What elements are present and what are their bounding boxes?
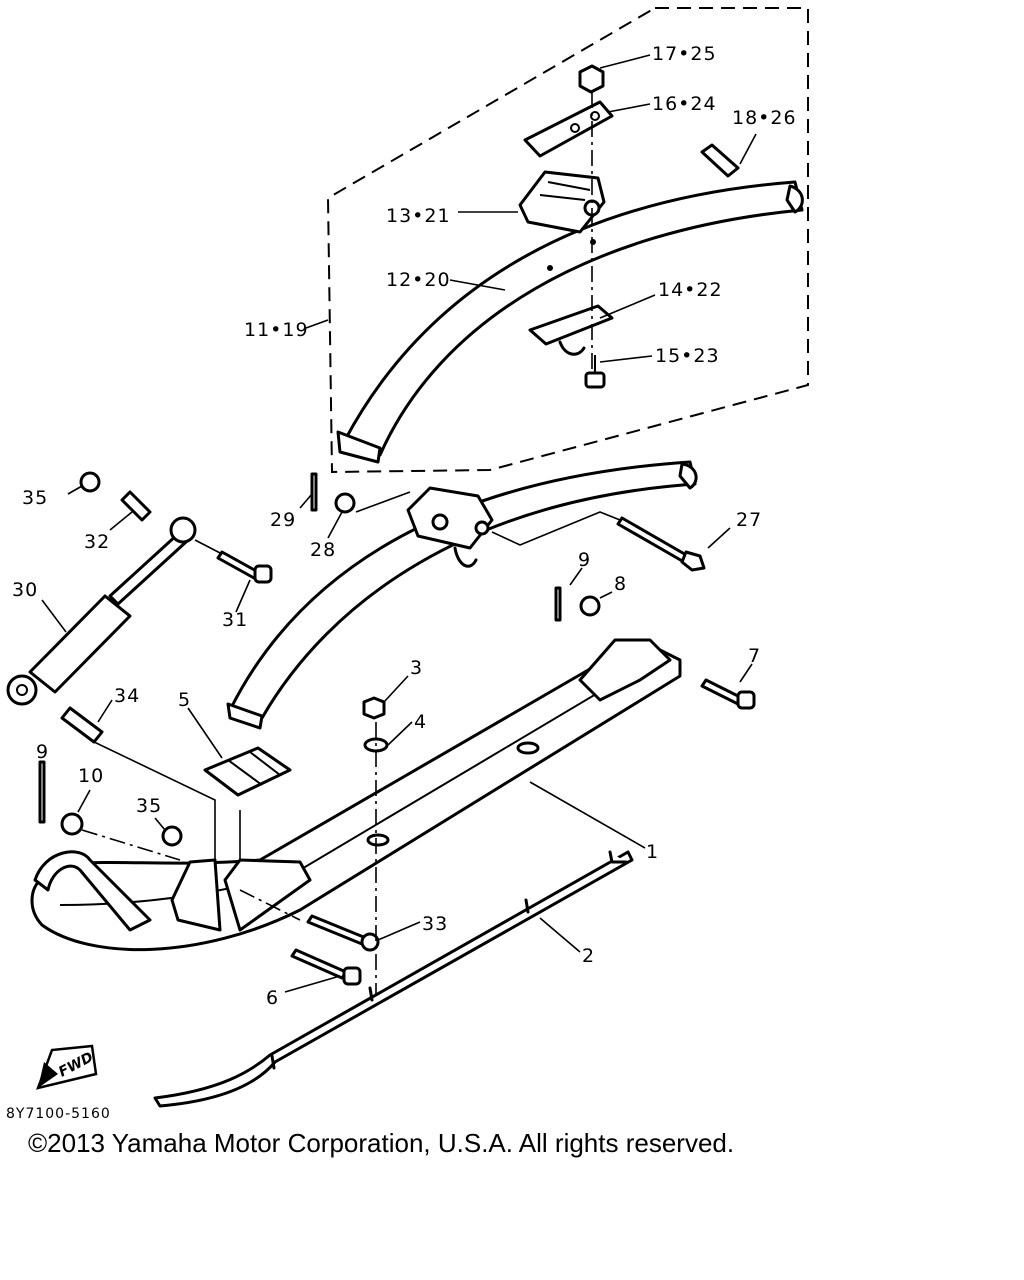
leader-1 <box>529 781 646 849</box>
callout-29: 29 <box>270 509 296 531</box>
callout-2: 2 <box>582 945 595 967</box>
centerline-left <box>81 829 301 921</box>
callout-17-25: 17•25 <box>652 43 717 65</box>
leader-35-bottom <box>154 817 166 831</box>
bolt-upper <box>584 355 606 389</box>
callout-10: 10 <box>78 765 104 787</box>
callout-33: 33 <box>422 913 448 935</box>
leader-33 <box>377 921 421 941</box>
bolt-6 <box>290 948 362 986</box>
bolt-31 <box>216 550 273 584</box>
leader-31 <box>235 579 251 613</box>
callout-34: 34 <box>114 685 140 707</box>
callout-5: 5 <box>178 689 191 711</box>
leader-15-23 <box>599 355 653 363</box>
callout-28: 28 <box>310 539 336 561</box>
nut-35-bottom <box>161 825 183 847</box>
leader-12-20 <box>449 279 506 291</box>
callout-6: 6 <box>266 987 279 1009</box>
leader-28 <box>327 511 343 539</box>
ski-assembly-diagram: FWD 17•25 16•24 18•26 13•21 12•20 14•22 … <box>6 7 809 1122</box>
clip-5 <box>203 746 292 797</box>
callout-30: 30 <box>12 579 38 601</box>
spring-seat-lower <box>406 486 494 568</box>
callout-8: 8 <box>614 573 627 595</box>
nut-28 <box>334 492 356 514</box>
nut-35-top <box>79 471 101 493</box>
bolt-27 <box>616 516 706 572</box>
shock-absorber <box>6 516 197 706</box>
leader-27 <box>707 527 731 549</box>
callout-35-bottom: 35 <box>136 795 162 817</box>
leader-35-top <box>67 485 83 495</box>
bolt-33 <box>306 914 380 952</box>
callout-14-22: 14•22 <box>658 279 723 301</box>
callout-3: 3 <box>410 657 423 679</box>
leader-34 <box>97 699 113 723</box>
ski <box>30 638 682 952</box>
callout-31: 31 <box>222 609 248 631</box>
drawing-code: 8Y7100-5160 <box>6 1106 111 1122</box>
leader-6 <box>284 975 341 993</box>
leader-34-ski <box>89 739 216 860</box>
callout-9-right: 9 <box>578 549 591 571</box>
leader-5 <box>187 707 223 759</box>
callout-15-23: 15•23 <box>655 345 720 367</box>
leader-3 <box>383 675 409 703</box>
collar-34 <box>60 706 104 744</box>
leader-27-line <box>491 511 621 546</box>
leader-2 <box>539 917 581 953</box>
leader-11-19 <box>305 319 329 329</box>
leader-29 <box>299 493 313 509</box>
callout-4: 4 <box>414 711 427 733</box>
callout-32: 32 <box>84 531 110 553</box>
bolt-7 <box>700 678 756 710</box>
pin-9-left <box>38 760 46 824</box>
callout-35-top: 35 <box>22 487 48 509</box>
callout-7: 7 <box>748 645 761 667</box>
leader-9-right <box>569 567 583 586</box>
pin-9-right <box>554 586 562 622</box>
leader-16-24 <box>607 103 651 113</box>
callout-11-19: 11•19 <box>244 319 309 341</box>
fwd-arrow-icon: FWD <box>36 1044 98 1090</box>
nut-8 <box>579 595 601 617</box>
leader-seat-left <box>355 491 411 513</box>
callout-1: 1 <box>646 841 659 863</box>
callout-9-left: 9 <box>36 741 49 763</box>
leader-32 <box>109 511 133 531</box>
wear-bar <box>153 850 634 1108</box>
spring-bracket-lower <box>528 304 614 356</box>
leader-7 <box>739 663 753 683</box>
callout-16-24: 16•24 <box>652 93 717 115</box>
leader-shock-31 <box>194 539 223 555</box>
nut-3 <box>362 696 386 720</box>
nut-10 <box>60 812 84 836</box>
leader-17-25 <box>599 54 651 69</box>
nut-top <box>578 64 605 94</box>
leader-4 <box>387 721 413 746</box>
leader-14-22 <box>599 294 656 319</box>
leader-18-26 <box>739 133 757 165</box>
callout-13-21: 13•21 <box>386 205 451 227</box>
leader-10 <box>77 789 91 813</box>
subassembly-boundary <box>326 7 809 474</box>
leaf-spring-upper <box>336 180 804 464</box>
spring-seat-upper <box>518 170 606 234</box>
leader-30 <box>41 599 67 633</box>
callout-12-20: 12•20 <box>386 269 451 291</box>
collar-32 <box>120 490 152 522</box>
callout-27: 27 <box>736 509 762 531</box>
collar-top <box>700 143 740 178</box>
pin-29 <box>310 472 318 512</box>
leader-8 <box>599 591 613 599</box>
copyright-notice: ©2013 Yamaha Motor Corporation, U.S.A. A… <box>28 1128 735 1158</box>
clamp-plate <box>523 100 614 158</box>
callout-18-26: 18•26 <box>732 107 797 129</box>
